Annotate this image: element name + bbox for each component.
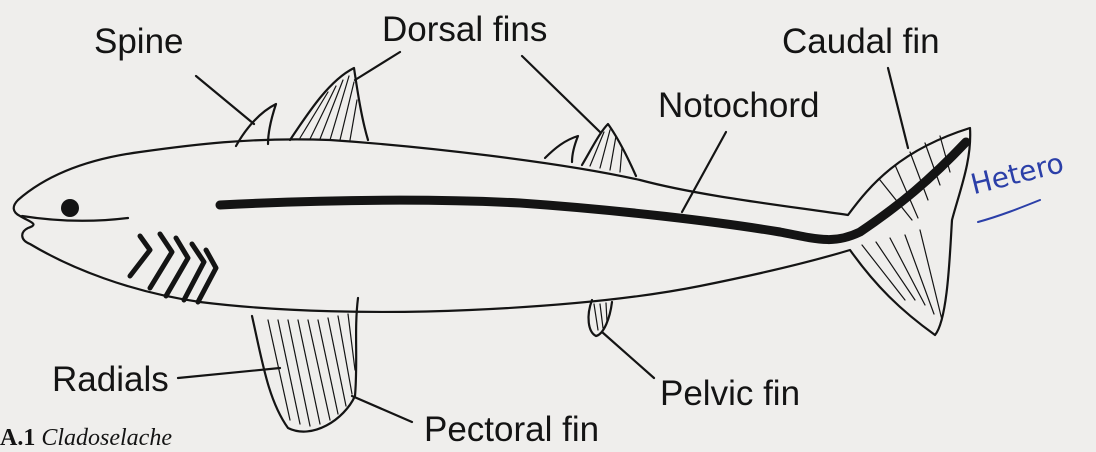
notochord-leader xyxy=(682,132,726,212)
figure-number: A.1 xyxy=(0,425,35,451)
caudal-leader xyxy=(888,68,908,148)
label-radials: Radials xyxy=(52,362,169,397)
handwriting-underline xyxy=(978,200,1040,222)
pectoral-radials xyxy=(268,314,355,426)
body-outline xyxy=(14,128,970,335)
pectoral-leader xyxy=(352,396,412,422)
label-caudal-fin: Caudal fin xyxy=(782,24,940,59)
figure-caption: A.1 Cladoselache xyxy=(0,426,172,450)
figure-title: Cladoselache xyxy=(41,425,172,451)
pectoral-fin xyxy=(252,298,358,432)
mouth-line xyxy=(22,216,128,221)
notochord-line xyxy=(220,142,966,240)
label-dorsal-fins: Dorsal fins xyxy=(382,12,547,47)
spine-leader xyxy=(196,76,254,124)
dorsal-leader-1 xyxy=(355,52,400,80)
caudal-rays xyxy=(862,136,950,320)
label-notochord: Notochord xyxy=(658,88,819,123)
label-pectoral-fin: Pectoral fin xyxy=(424,412,599,447)
pelvic-leader xyxy=(602,332,654,378)
label-spine: Spine xyxy=(94,24,184,59)
second-spine xyxy=(545,136,578,162)
eye xyxy=(61,199,79,217)
first-dorsal-rays xyxy=(300,76,357,140)
label-pelvic-fin: Pelvic fin xyxy=(660,376,800,411)
dorsal-leader-2 xyxy=(522,56,600,132)
gill-slits xyxy=(130,234,216,302)
